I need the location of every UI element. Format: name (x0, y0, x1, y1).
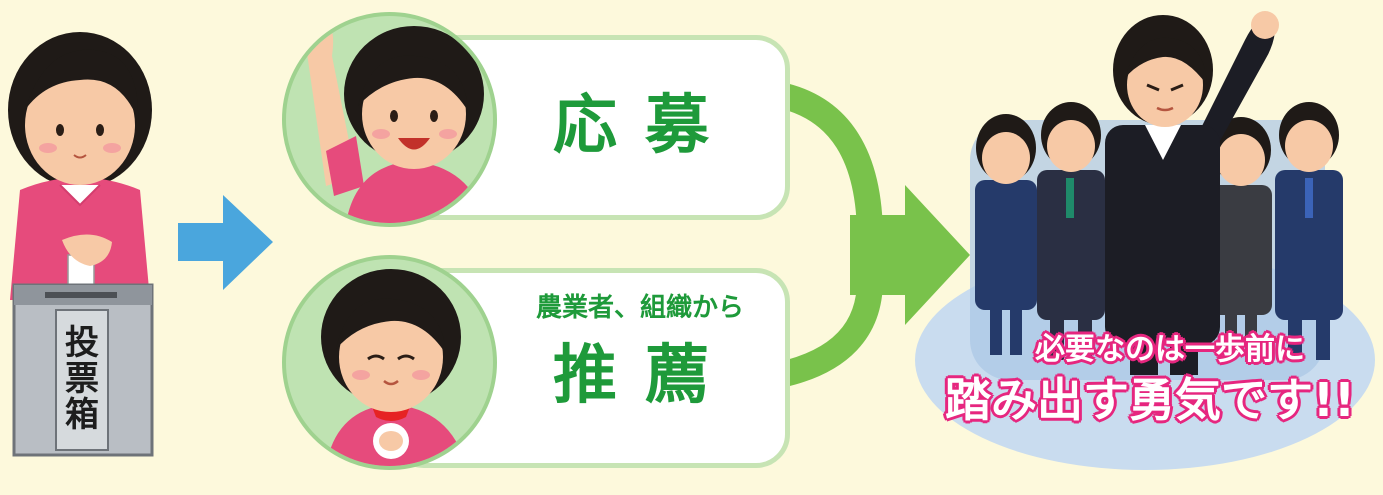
option-title-apply: 応募 (553, 89, 737, 163)
ballot-box-label: 投票箱 (65, 323, 99, 435)
ballot-box-icon (12, 283, 154, 457)
merge-arrow-icon (776, 82, 970, 388)
raised-hand-woman-illustration (282, 12, 497, 227)
slogan-line-1: 必要なのは一歩前に (1035, 332, 1305, 367)
slogan-line-2: 踏み出す勇気です!! (945, 373, 1355, 427)
leader-group-illustration (915, 11, 1375, 470)
voter-illustration (8, 32, 154, 457)
option-title-recommend: 推薦 (553, 339, 737, 413)
arrow-right-icon (178, 195, 273, 290)
option-subtitle-recommend: 農業者、組織から (535, 293, 744, 323)
proud-woman-illustration (282, 255, 497, 470)
